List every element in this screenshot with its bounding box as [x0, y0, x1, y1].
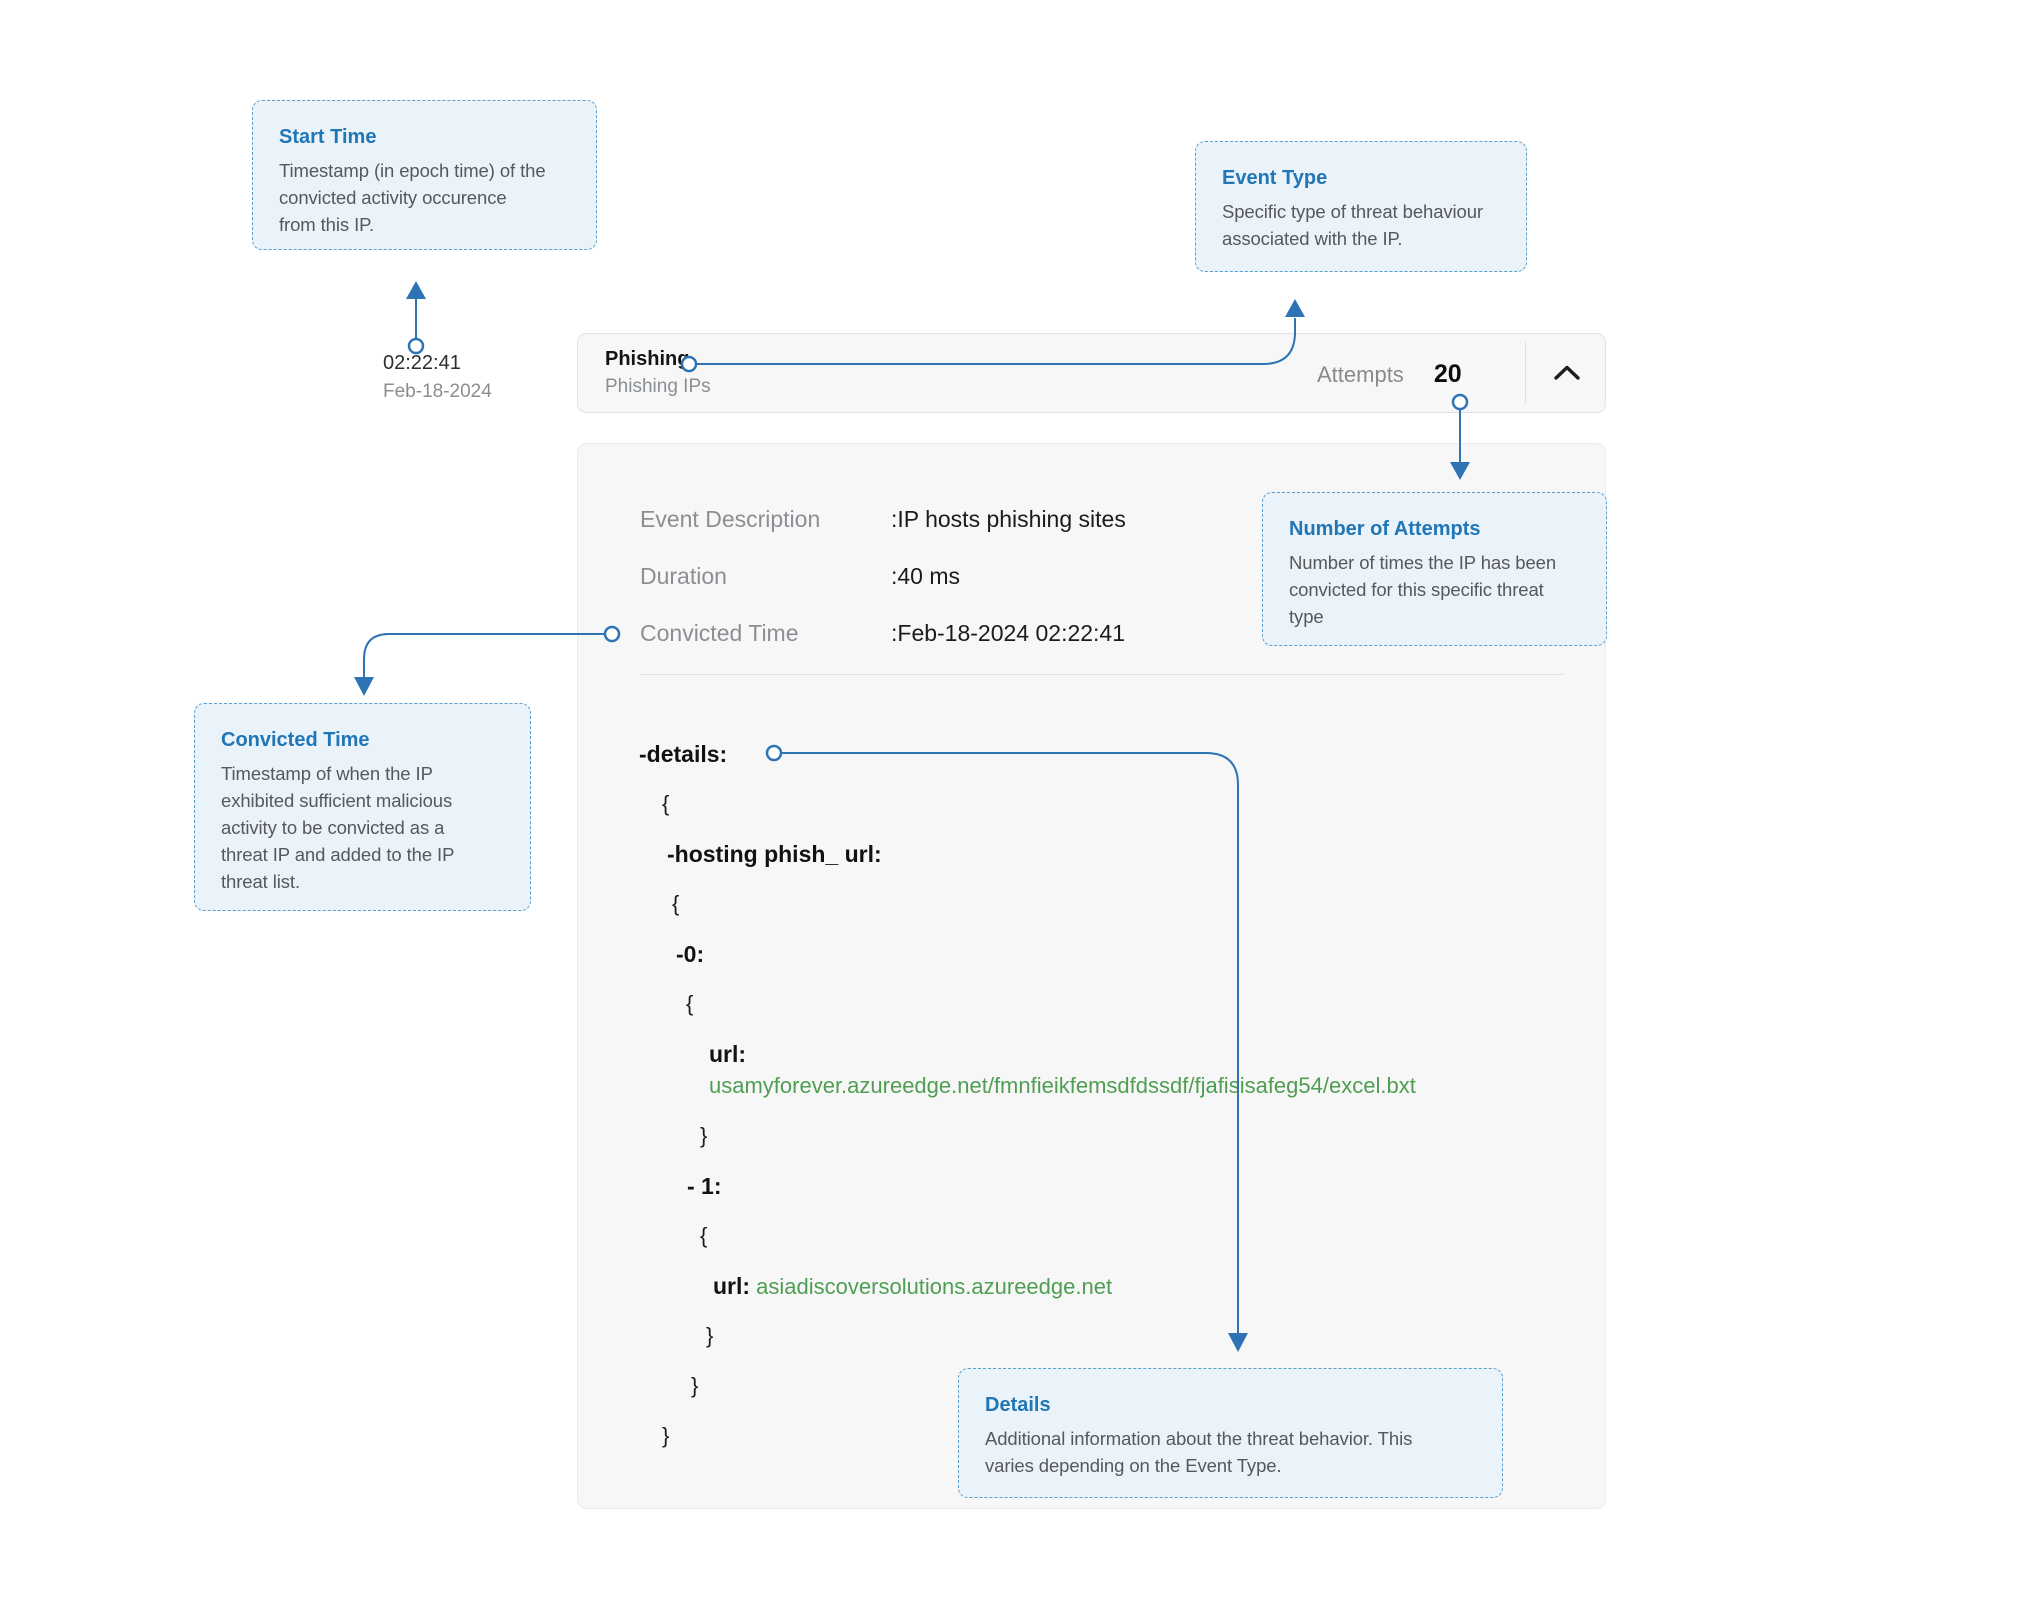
details-segment-key: url: — [713, 1273, 751, 1299]
details-line: } — [639, 1323, 1599, 1373]
event-info-rows: Event Description :IP hosts phishing site… — [640, 506, 1126, 677]
callout-convicted-time-title: Convicted Time — [221, 729, 370, 751]
details-segment-key: url: — [709, 1041, 747, 1067]
conviction-timestamp: 02:22:41 Feb-18-2024 — [383, 352, 492, 403]
threat-category-subtitle: Phishing IPs — [605, 376, 711, 397]
callout-event-type-body: Specific type of threat behaviour associ… — [1222, 201, 1483, 249]
details-json: -details:{-hosting phish_ url:{-0:{url:u… — [639, 741, 1599, 1473]
details-line: } — [639, 1373, 1599, 1423]
threat-category-title: Phishing — [605, 348, 690, 370]
header-divider — [1525, 342, 1526, 404]
collapse-button[interactable] — [1545, 352, 1589, 396]
callout-convicted-time-body: Timestamp of when the IP exhibited suffi… — [221, 763, 455, 892]
callout-details: Details Additional information about the… — [958, 1368, 1503, 1498]
details-line: -details: — [639, 741, 1599, 791]
details-line: url: — [639, 1041, 1599, 1073]
details-segment-brace: } — [662, 1423, 670, 1448]
event-info-row: Event Description :IP hosts phishing site… — [640, 506, 1126, 563]
details-segment-brace: { — [686, 991, 694, 1016]
details-segment-brace: } — [706, 1323, 714, 1348]
panel-divider — [640, 674, 1565, 675]
details-line: - 1: — [639, 1173, 1599, 1223]
details-segment-key: -hosting phish_ url: — [667, 841, 882, 867]
details-segment-key: -details: — [639, 741, 728, 767]
row-label: Event Description — [640, 506, 821, 532]
conviction-date-text: Feb-18-2024 — [383, 381, 492, 402]
callout-number-of-attempts: Number of Attempts Number of times the I… — [1262, 492, 1607, 646]
details-line: } — [639, 1423, 1599, 1473]
callout-event-type: Event Type Specific type of threat behav… — [1195, 141, 1527, 272]
details-line: -hosting phish_ url: — [639, 841, 1599, 891]
details-segment-url: usamyforever.azureedge.net/fmnfieikfemsd… — [709, 1073, 1416, 1098]
callout-number-of-attempts-body: Number of times the IP has been convicte… — [1289, 552, 1557, 627]
event-info-row: Convicted Time :Feb-18-2024 02:22:41 — [640, 620, 1126, 677]
details-segment-key: -0: — [676, 941, 705, 967]
callout-details-body: Additional information about the threat … — [985, 1428, 1413, 1476]
callout-number-of-attempts-title: Number of Attempts — [1289, 518, 1481, 540]
row-value: :Feb-18-2024 02:22:41 — [891, 620, 1126, 646]
callout-start-time-body: Timestamp (in epoch time) of the convict… — [279, 160, 546, 235]
details-segment-brace: { — [672, 891, 680, 916]
details-segment-key: - 1: — [687, 1173, 722, 1199]
threat-category-header[interactable]: Phishing Phishing IPs Attempts 20 — [577, 333, 1606, 413]
arrowhead-convicted-time — [354, 677, 374, 696]
callout-details-title: Details — [985, 1394, 1051, 1416]
details-line: url: asiadiscoversolutions.azureedge.net — [639, 1273, 1599, 1323]
chevron-up-icon — [1554, 365, 1580, 383]
details-segment-brace: { — [662, 791, 670, 816]
arrowhead-start-time — [406, 281, 426, 299]
details-line: usamyforever.azureedge.net/fmnfieikfemsd… — [639, 1073, 1599, 1123]
callout-start-time: Start Time Timestamp (in epoch time) of … — [252, 100, 597, 250]
attempts-count: 20 — [1433, 360, 1462, 388]
details-segment-url: asiadiscoversolutions.azureedge.net — [750, 1274, 1113, 1299]
details-segment-brace: } — [700, 1123, 708, 1148]
attempts-summary: Attempts 20 — [1317, 360, 1462, 389]
details-line: { — [639, 1223, 1599, 1273]
details-line: { — [639, 891, 1599, 941]
threat-category-titleblock: Phishing Phishing IPs — [605, 348, 711, 398]
row-label: Duration — [640, 563, 727, 589]
details-line: { — [639, 991, 1599, 1041]
row-label: Convicted Time — [640, 620, 799, 646]
connector-convicted-time-line — [363, 633, 605, 678]
callout-convicted-time: Convicted Time Timestamp of when the IP … — [194, 703, 531, 911]
event-info-row: Duration :40 ms — [640, 563, 1126, 620]
details-line: { — [639, 791, 1599, 841]
conviction-time-text: 02:22:41 — [383, 352, 461, 374]
callout-event-type-title: Event Type — [1222, 167, 1328, 189]
details-line: } — [639, 1123, 1599, 1173]
row-value: :40 ms — [891, 563, 961, 589]
arrowhead-event-type — [1285, 299, 1305, 317]
details-line: -0: — [639, 941, 1599, 991]
details-segment-brace: } — [691, 1373, 699, 1398]
details-segment-brace: { — [700, 1223, 708, 1248]
attempts-label: Attempts — [1317, 362, 1404, 387]
anchor-dot-start-time — [407, 337, 425, 355]
callout-start-time-title: Start Time — [279, 126, 377, 148]
row-value: :IP hosts phishing sites — [891, 506, 1126, 532]
